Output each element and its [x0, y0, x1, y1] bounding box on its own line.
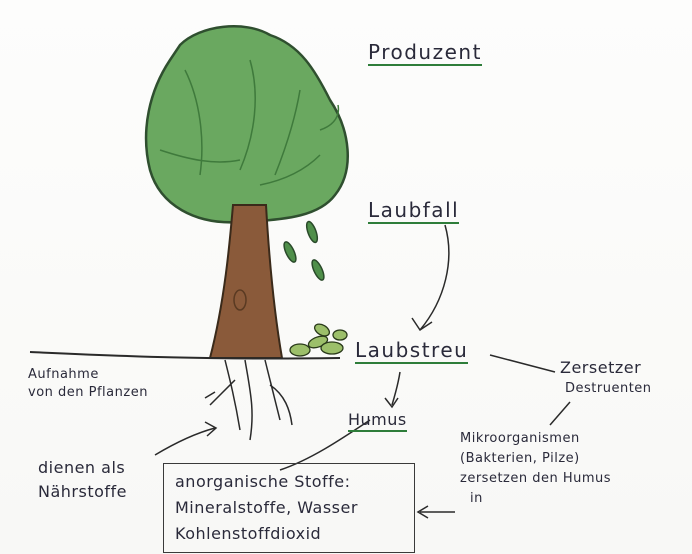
label-naehrstoffe: Nährstoffe	[38, 484, 127, 500]
roots	[210, 360, 292, 440]
label-mikro-line4: in	[470, 492, 483, 505]
label-aufnahme-line2: von den Pflanzen	[28, 386, 148, 399]
label-aufnahme-line1: Aufnahme	[28, 368, 99, 381]
label-mikro-line3: zersetzen den Humus	[460, 472, 611, 485]
label-destruenten: Destruenten	[565, 382, 652, 395]
label-mikro-line1: Mikroorganismen	[460, 432, 580, 445]
box-line2: Mineralstoffe, Wasser	[175, 500, 358, 516]
label-laubstreu: Laubstreu	[355, 340, 468, 364]
label-zersetzer: Zersetzer	[560, 360, 641, 376]
label-humus: Humus	[348, 412, 407, 432]
label-mikro-line2: (Bakterien, Pilze)	[460, 452, 580, 465]
tree-trunk	[210, 205, 282, 358]
label-laubfall: Laubfall	[368, 200, 459, 224]
tree-crown	[146, 26, 348, 222]
label-produzent: Produzent	[368, 42, 482, 66]
falling-leaves	[282, 220, 327, 281]
box-line3: Kohlenstoffdioxid	[175, 526, 321, 542]
box-line1: anorganische Stoffe:	[175, 474, 351, 490]
label-dienen: dienen als	[38, 460, 125, 476]
leaf-litter	[290, 322, 347, 356]
